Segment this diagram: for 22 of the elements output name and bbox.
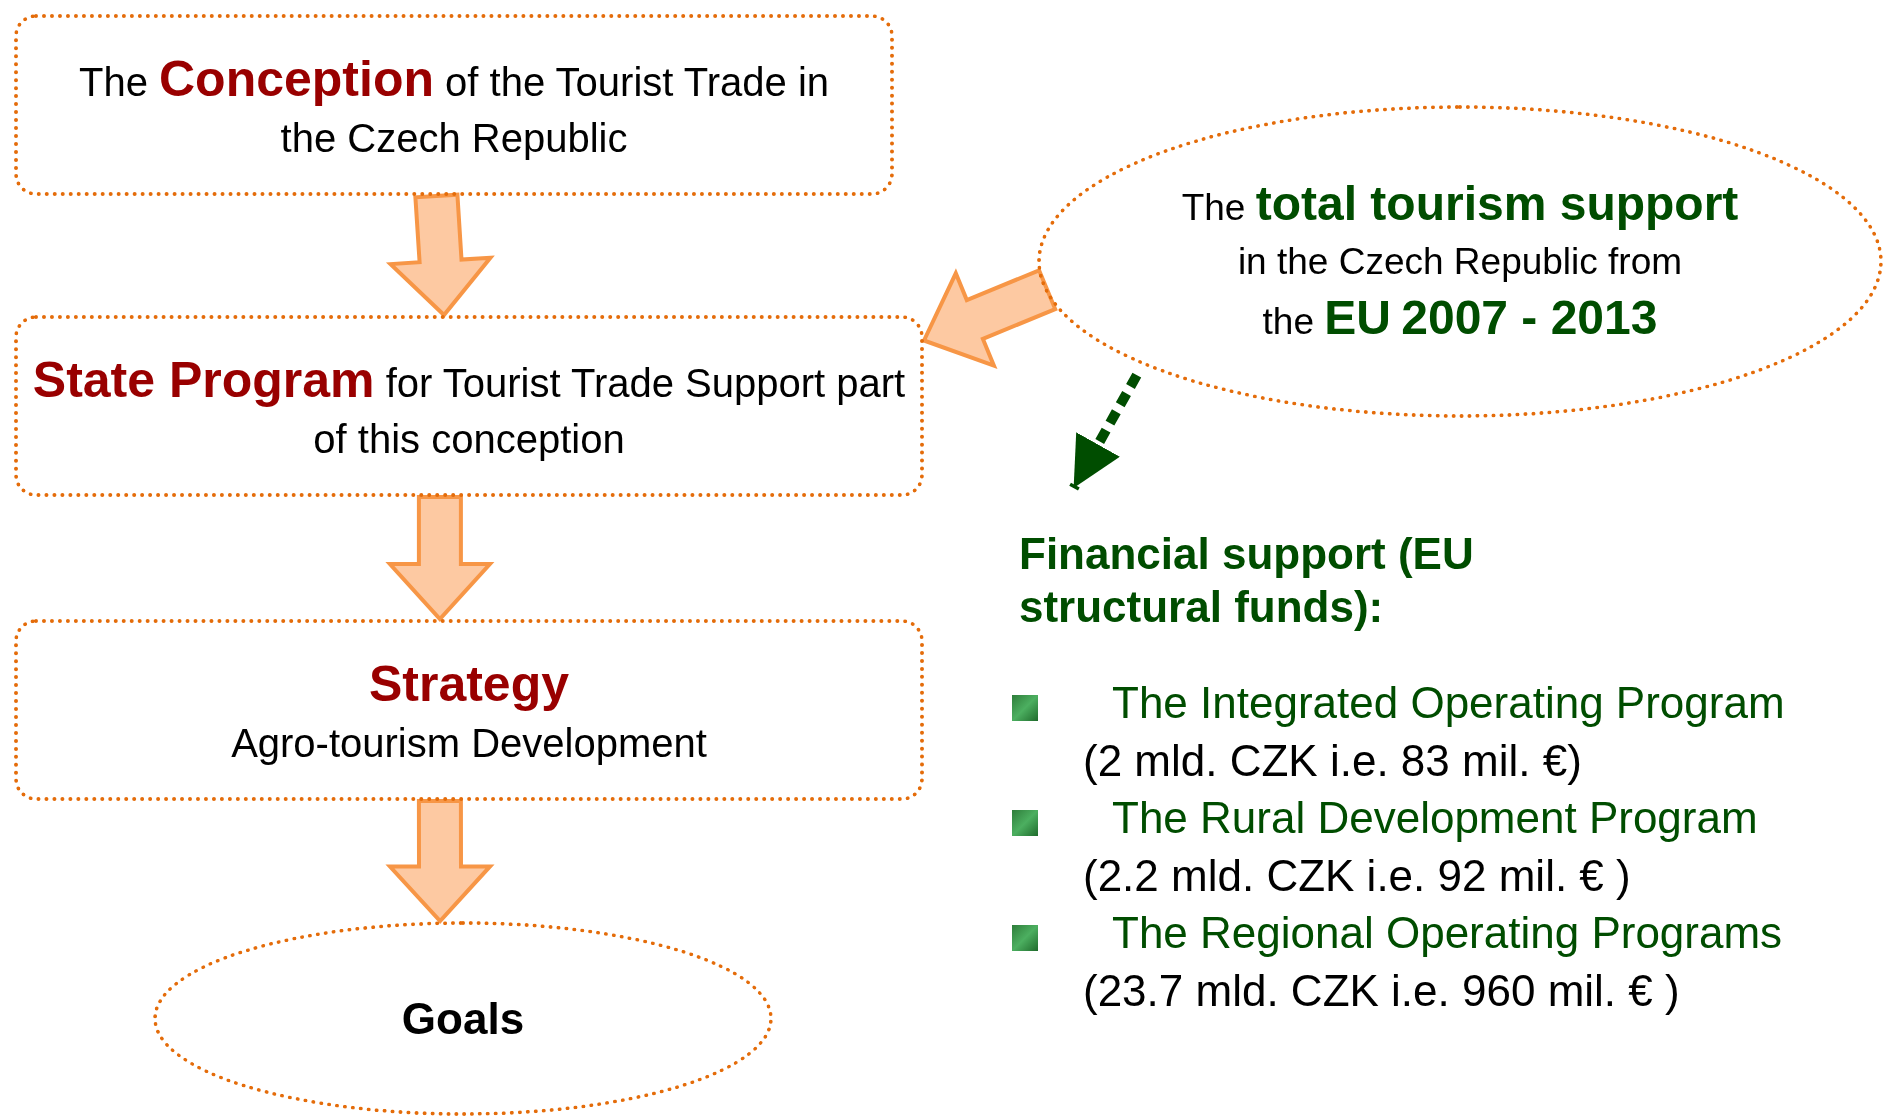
process-box [14, 315, 924, 497]
goal-ellipse [153, 921, 773, 1116]
node-text: Goals [401, 992, 525, 1045]
info-ellipse [1037, 105, 1883, 418]
node-text: The total tourism support in the Czech Republic from the EU 2007 - 2013 [1180, 175, 1740, 347]
program-name: The Rural Development Program [1112, 793, 1758, 843]
node-text: The Conception of the Tourist Trade in the Czech Republic [77, 49, 831, 162]
amount-text: (23.7 mld. CZK i.e. 960 mil. € ) [1083, 966, 1680, 1016]
node-text: State Program for Tourist Trade Support part of this conception [31, 350, 907, 463]
program-name: The Integrated Operating Program [1112, 678, 1785, 728]
process-box [14, 14, 894, 196]
program-name: The Regional Operating Programs [1112, 908, 1783, 958]
heading-text: Financial support (EU structural funds): [1019, 528, 1475, 633]
block-arrow [385, 495, 495, 622]
process-box [14, 619, 924, 801]
node-text: Agro-tourism Development [231, 719, 707, 767]
block-arrow [385, 192, 495, 318]
block-arrow [921, 267, 1058, 370]
amount-text: (2 mld. CZK i.e. 83 mil. €) [1083, 736, 1582, 786]
amount-text: (2.2 mld. CZK i.e. 92 mil. € ) [1083, 851, 1631, 901]
heading-text: Strategy [368, 654, 570, 714]
block-arrow [385, 799, 495, 924]
